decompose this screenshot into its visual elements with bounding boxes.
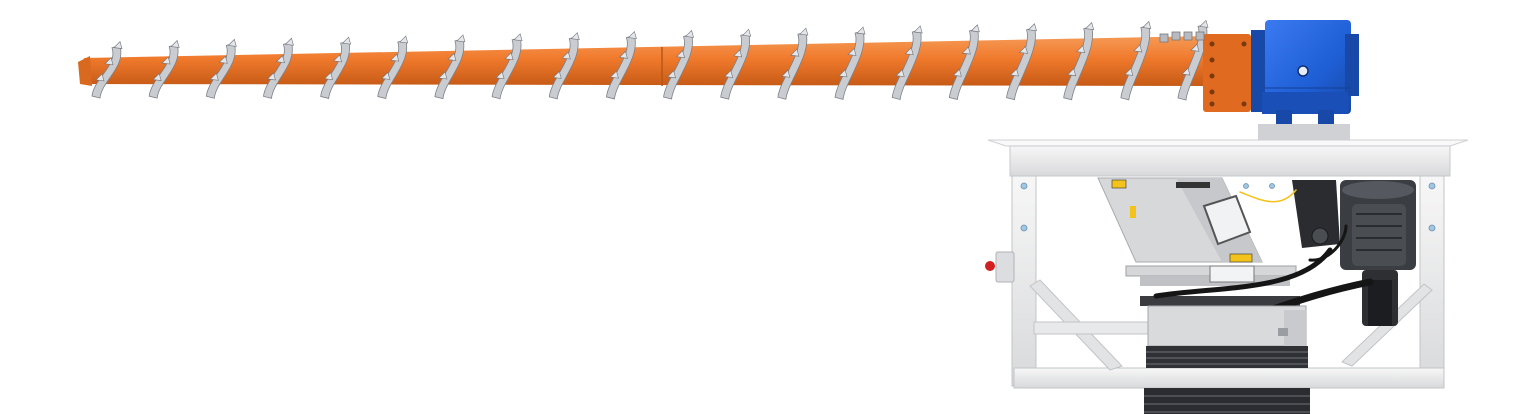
flight-tooth <box>552 70 562 79</box>
flight-tooth <box>684 29 694 38</box>
flight-tooth <box>781 69 791 78</box>
flight-tooth <box>513 33 523 42</box>
flight-tooth <box>447 52 457 61</box>
flight-tooth <box>1027 23 1037 32</box>
flight-tooth <box>618 50 628 59</box>
flange-plate <box>1203 34 1251 112</box>
flight-tooth <box>1076 45 1086 54</box>
stop-button-icon <box>985 261 995 271</box>
flight-tooth <box>227 38 237 47</box>
flight-tooth <box>666 70 676 79</box>
flight-tooth <box>104 57 114 66</box>
flight-tooth <box>209 72 219 81</box>
flight-tooth <box>161 56 171 65</box>
flight-tooth <box>1190 43 1200 52</box>
flight-tooth <box>266 72 276 81</box>
flight-tooth <box>724 69 734 78</box>
flight-tooth <box>1085 22 1095 30</box>
auger-assembly <box>78 19 1251 112</box>
flight-tooth <box>381 71 391 80</box>
flight-tooth <box>504 52 514 61</box>
flight-tooth <box>1067 68 1077 77</box>
flight-tooth <box>341 36 352 45</box>
flight-tooth <box>961 46 971 55</box>
drive-gearbox <box>1251 20 1359 140</box>
auger-nose <box>78 56 92 86</box>
auger-flights <box>91 19 1209 101</box>
flight-tooth <box>895 69 905 77</box>
flange-bolts <box>1209 41 1247 107</box>
flight-tooth <box>1199 19 1209 28</box>
flight-tooth <box>1009 68 1019 77</box>
support-frame <box>987 139 1469 389</box>
flight-tooth <box>275 55 285 63</box>
flight-tooth <box>438 71 448 80</box>
flight-tooth <box>323 72 334 81</box>
flight-tooth <box>1133 44 1143 53</box>
gearbox-base <box>1258 124 1350 140</box>
flight-tooth <box>790 48 800 57</box>
flight-tooth <box>495 71 505 80</box>
flight-tooth <box>170 39 180 48</box>
flight-tooth <box>742 28 752 37</box>
flight-tooth <box>1142 20 1152 29</box>
bellows-column <box>1144 305 1310 414</box>
emergency-stop-box <box>985 251 1015 283</box>
flight-tooth <box>332 54 343 63</box>
flight-tooth <box>952 68 962 77</box>
auger-tube <box>84 36 1210 86</box>
flight-tooth <box>675 50 685 58</box>
flight-tooth <box>1181 67 1191 76</box>
gearbox-shaft-icon <box>1297 65 1309 77</box>
flight-tooth <box>218 55 228 64</box>
flight-tooth <box>627 30 637 39</box>
flight-tooth <box>904 47 914 56</box>
flight-tooth <box>570 32 580 41</box>
flight-tooth <box>733 49 743 58</box>
flight-tooth <box>838 69 848 78</box>
warning-label-icon <box>1111 179 1127 189</box>
flight-tooth <box>970 24 980 33</box>
inspection-window <box>1202 194 1252 246</box>
flight-tooth <box>399 35 409 44</box>
flight-tooth <box>913 25 923 34</box>
top-bolts <box>1159 31 1205 43</box>
flight-tooth <box>390 53 400 62</box>
hydraulic-motor <box>1292 180 1416 326</box>
flight-tooth <box>456 34 466 43</box>
frame-bolts <box>1020 182 1436 232</box>
flight-tooth <box>799 27 809 36</box>
flight-tooth <box>1018 45 1028 54</box>
flight-tooth <box>113 41 123 49</box>
flight-tooth <box>284 37 294 46</box>
flight-tooth <box>609 70 619 79</box>
flight-tooth <box>1124 67 1134 76</box>
flight-tooth <box>847 47 857 56</box>
flight-tooth <box>561 51 571 60</box>
valve-plate <box>1125 253 1300 306</box>
feeder-hopper <box>1097 177 1263 263</box>
flight-tooth <box>152 73 162 81</box>
flight-tooth <box>856 26 866 35</box>
flight-tooth <box>95 73 105 82</box>
